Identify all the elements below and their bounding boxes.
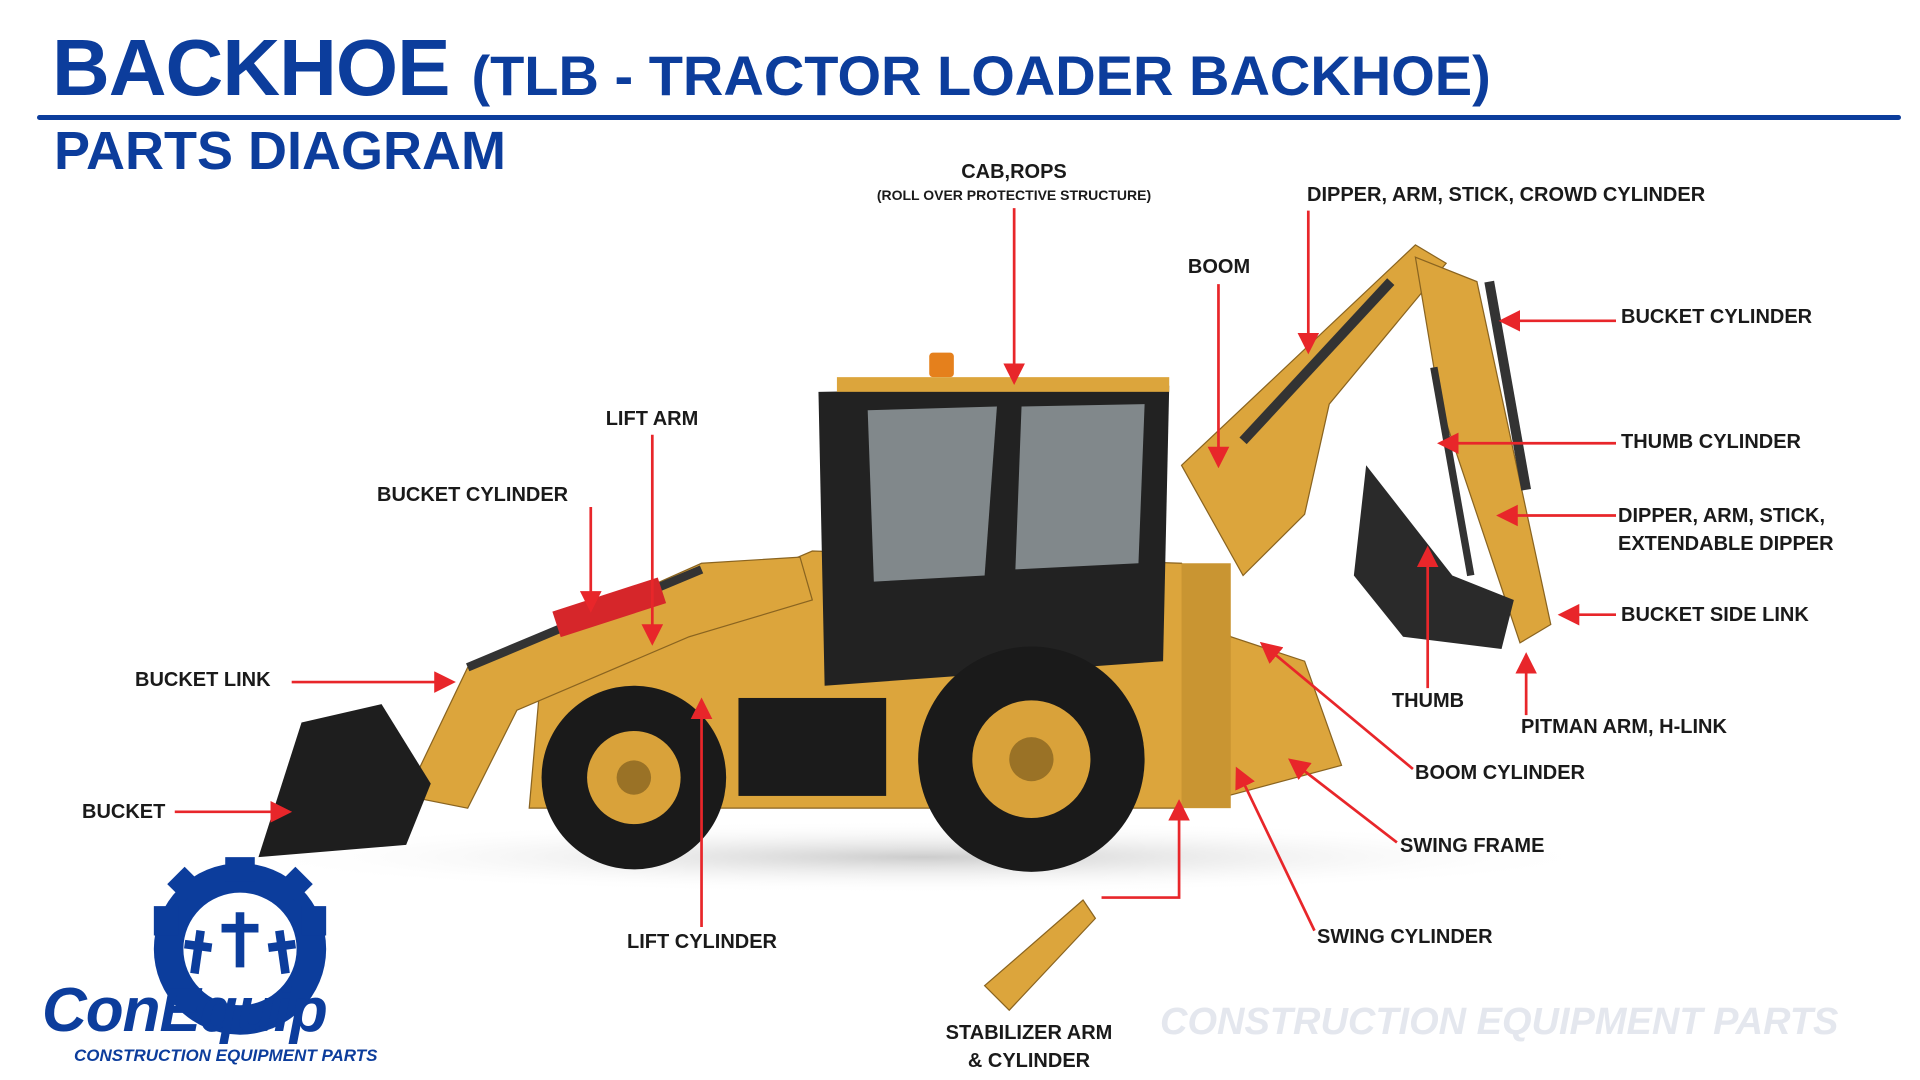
label-dipper-ext-2: EXTENDABLE DIPPER [1618, 533, 1834, 555]
conequip-logo-icon [153, 857, 327, 1035]
label-cab-sub: (ROLL OVER PROTECTIVE STRUCTURE) [876, 187, 1152, 203]
label-dipper-ext-1: DIPPER, ARM, STICK, [1618, 505, 1826, 527]
watermark: CONSTRUCTION EQUIPMENT PARTS [1160, 1001, 1839, 1043]
label-bucket: BUCKET [82, 801, 166, 823]
front-wheel [541, 685, 727, 870]
title-divider [37, 115, 1901, 120]
loader-arm [258, 556, 814, 858]
label-lift-arm: LIFT ARM [605, 408, 699, 430]
label-pitman: PITMAN ARM, H-LINK [1521, 716, 1727, 738]
title-paren: (TLB - TRACTOR LOADER BACKHOE) [471, 44, 1491, 107]
label-stabilizer-1: STABILIZER ARM [945, 1022, 1113, 1044]
loader-bucket [258, 704, 431, 858]
label-bucket-cylinder-rear: BUCKET CYLINDER [1621, 306, 1813, 328]
label-thumb: THUMB [1391, 690, 1465, 712]
label-lift-cylinder: LIFT CYLINDER [627, 931, 777, 953]
brand-name: ConEquip [42, 976, 328, 1045]
stabilizer-part [983, 899, 1097, 1012]
backhoe-arm [1180, 244, 1552, 649]
label-bucket-link: BUCKET LINK [135, 669, 271, 691]
label-dipper-crowd: DIPPER, ARM, STICK, CROWD CYLINDER [1307, 184, 1706, 206]
label-swing-frame: SWING FRAME [1400, 835, 1545, 857]
beacon-light [929, 352, 954, 378]
label-bucket-side-link: BUCKET SIDE LINK [1621, 604, 1809, 626]
title-main: BACKHOE [52, 23, 450, 112]
label-boom: BOOM [1187, 256, 1251, 278]
rear-wheel [918, 646, 1145, 872]
label-cab: CAB,ROPS [961, 161, 1067, 183]
label-thumb-cylinder: THUMB CYLINDER [1621, 431, 1801, 453]
page-subtitle: PARTS DIAGRAM [54, 121, 506, 181]
brand-tagline: CONSTRUCTION EQUIPMENT PARTS [74, 1046, 378, 1065]
label-boom-cylinder: BOOM CYLINDER [1415, 762, 1585, 784]
page-title: BACKHOE (TLB - TRACTOR LOADER BACKHOE) [52, 22, 1491, 137]
callout-arrows [174, 208, 1616, 932]
label-bucket-cylinder-front: BUCKET CYLINDER [377, 484, 569, 506]
label-stabilizer-2: & CYLINDER [967, 1050, 1091, 1072]
label-swing-cylinder: SWING CYLINDER [1317, 926, 1493, 948]
